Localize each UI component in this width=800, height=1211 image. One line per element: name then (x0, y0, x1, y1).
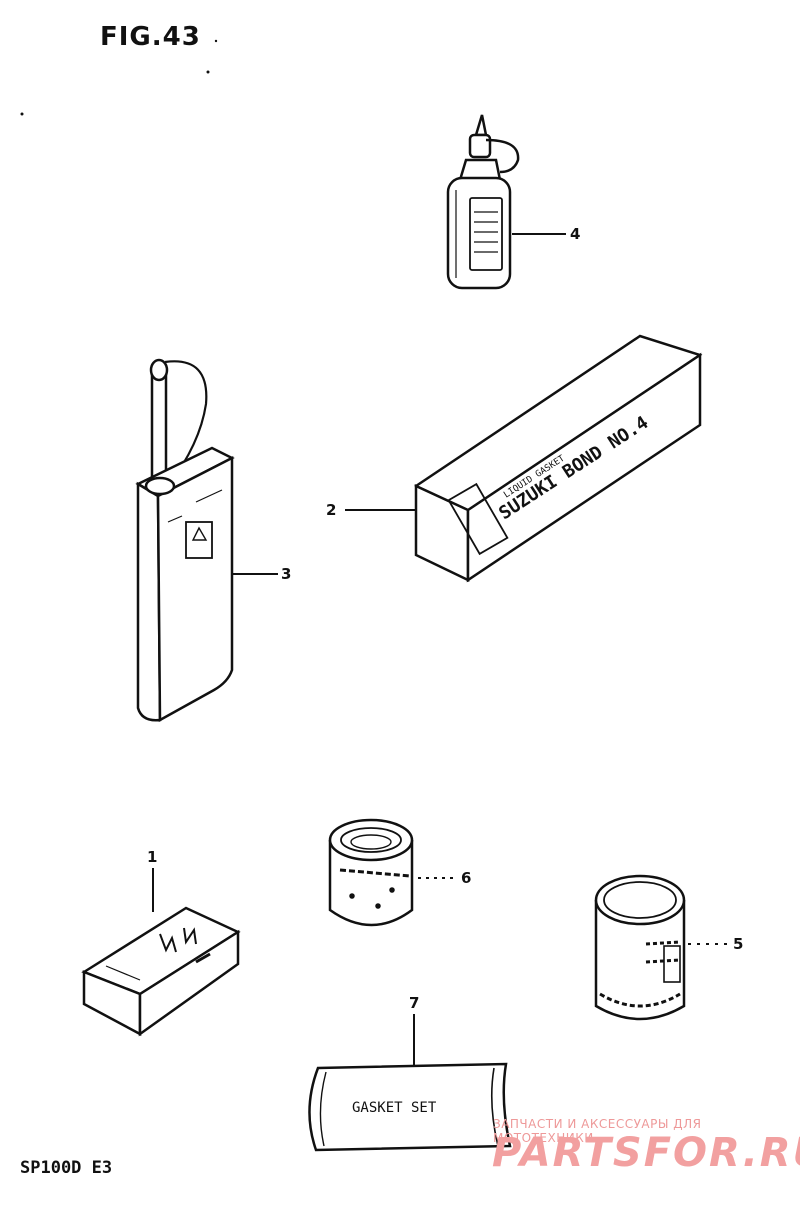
figure-title: FIG.43 (100, 22, 201, 52)
callout-1: 1 (147, 848, 158, 866)
oil-can (135, 358, 235, 723)
callout-7: 7 (409, 994, 420, 1012)
watermark-tagline: ЗАПЧАСТИ И АКСЕССУАРЫ ДЛЯ МОТОТЕХНИКИ (493, 1117, 702, 1145)
small-box (81, 906, 241, 1037)
oil-bottle (446, 114, 520, 290)
callout-2: 2 (326, 501, 337, 519)
callout-3: 3 (281, 565, 292, 583)
callout-6: 6 (461, 869, 472, 887)
gasket-set-envelope: GASKET SET (308, 1062, 512, 1152)
bond-box: LIQUID GASKET SUZUKI BOND NO.4 (414, 334, 703, 583)
small-can (328, 818, 414, 927)
grease-can (594, 874, 686, 1021)
gasket-set-label: GASKET SET (352, 1100, 437, 1116)
watermark-logo: PARTSFOR.RU (492, 1130, 800, 1176)
model-code: SP100D E3 (20, 1158, 113, 1178)
callout-4: 4 (570, 225, 581, 243)
callout-5: 5 (733, 935, 744, 953)
